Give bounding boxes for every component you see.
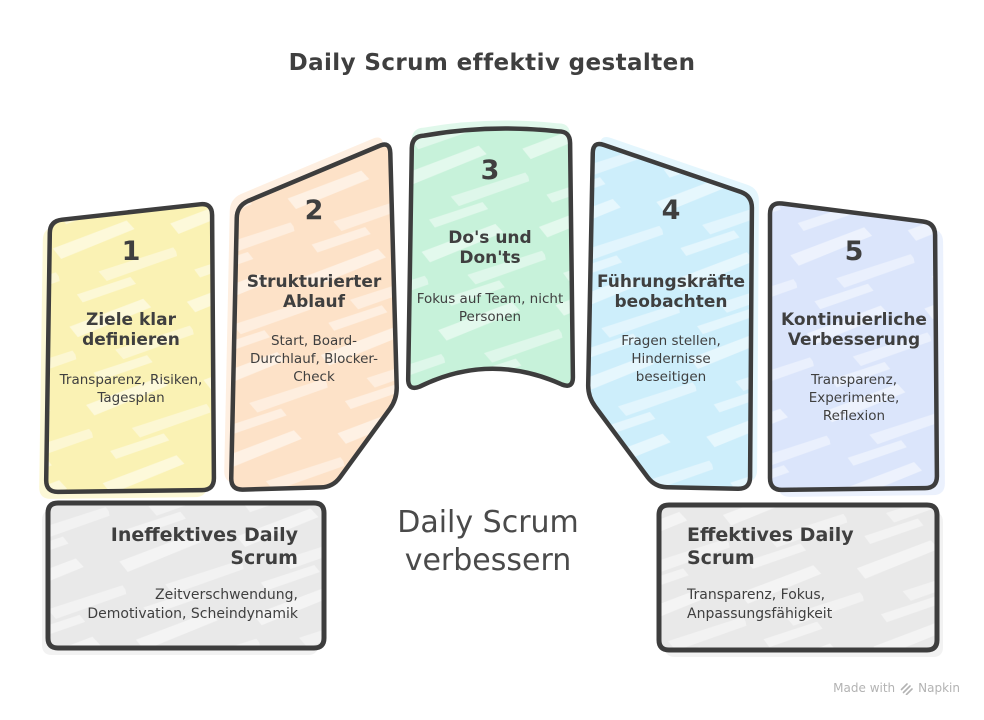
effective-box-shape [656,502,943,657]
made-with-label: Made with [833,681,896,695]
card-5-outline [767,201,940,493]
card-4-shape [585,137,759,492]
card-2-number: 2 [304,195,324,226]
card-1-shape [39,201,217,499]
ineffective-box-subtitle: Zeitverschwendung, Demotivation, Scheind… [87,587,298,622]
ineffective-box-title: Ineffektives Daily Scrum [110,524,298,570]
card-3-outline [405,126,576,391]
card-1-title: Ziele klar definieren [82,310,180,351]
card-3-texture [408,128,573,388]
napkin-logo-icon [900,682,913,695]
card-5-title: Kontinuierliche Verbesserung [781,310,927,351]
card-5-subtitle: Transparenz, Experimente, Reflexion [808,372,900,424]
card-5-number: 5 [844,236,864,267]
card-1-outline [43,201,217,495]
center-label: Daily Scrum verbessern [397,505,579,578]
card-3-title: Do's und Don'ts [448,228,532,269]
card-1-texture [46,204,214,492]
card-4-title: Führungskräfte beobachten [596,272,746,313]
card-5-texture [770,203,937,490]
card-1-subtitle: Transparenz, Risiken, Tagesplan [59,372,203,406]
page-title: Daily Scrum effektiv gestalten [288,50,696,76]
brand-label: Napkin [918,681,960,695]
card-4-number: 4 [661,195,681,226]
effective-box-title: Effektives Daily Scrum [687,524,854,570]
effective-box-texture [659,505,937,650]
card-2-texture [231,144,397,490]
card-4-outline [585,141,755,492]
card-2-shape [224,137,399,492]
card-3-shape [405,120,576,391]
effective-box-subtitle: Transparenz, Fokus, Anpassungsfähigkeit [687,587,833,622]
ineffective-box-texture [48,503,324,648]
ineffective-box-shape [42,500,327,655]
card-2-outline [228,142,399,492]
card-3-subtitle: Fokus auf Team, nicht Personen [416,291,564,325]
card-5-shape [767,201,945,497]
ineffective-box-outline [45,500,327,651]
effective-box-outline [656,502,940,653]
card-4-subtitle: Fragen stellen, Hindernisse beseitigen [621,333,721,385]
card-2-title: Strukturierter Ablauf [246,272,382,313]
card-1-number: 1 [121,236,141,267]
card-2-subtitle: Start, Board-Durchlauf, Blocker-Check [250,333,378,385]
card-3-number: 3 [480,155,500,186]
attribution: Made with Napkin [833,681,960,695]
card-4-texture [588,144,752,489]
